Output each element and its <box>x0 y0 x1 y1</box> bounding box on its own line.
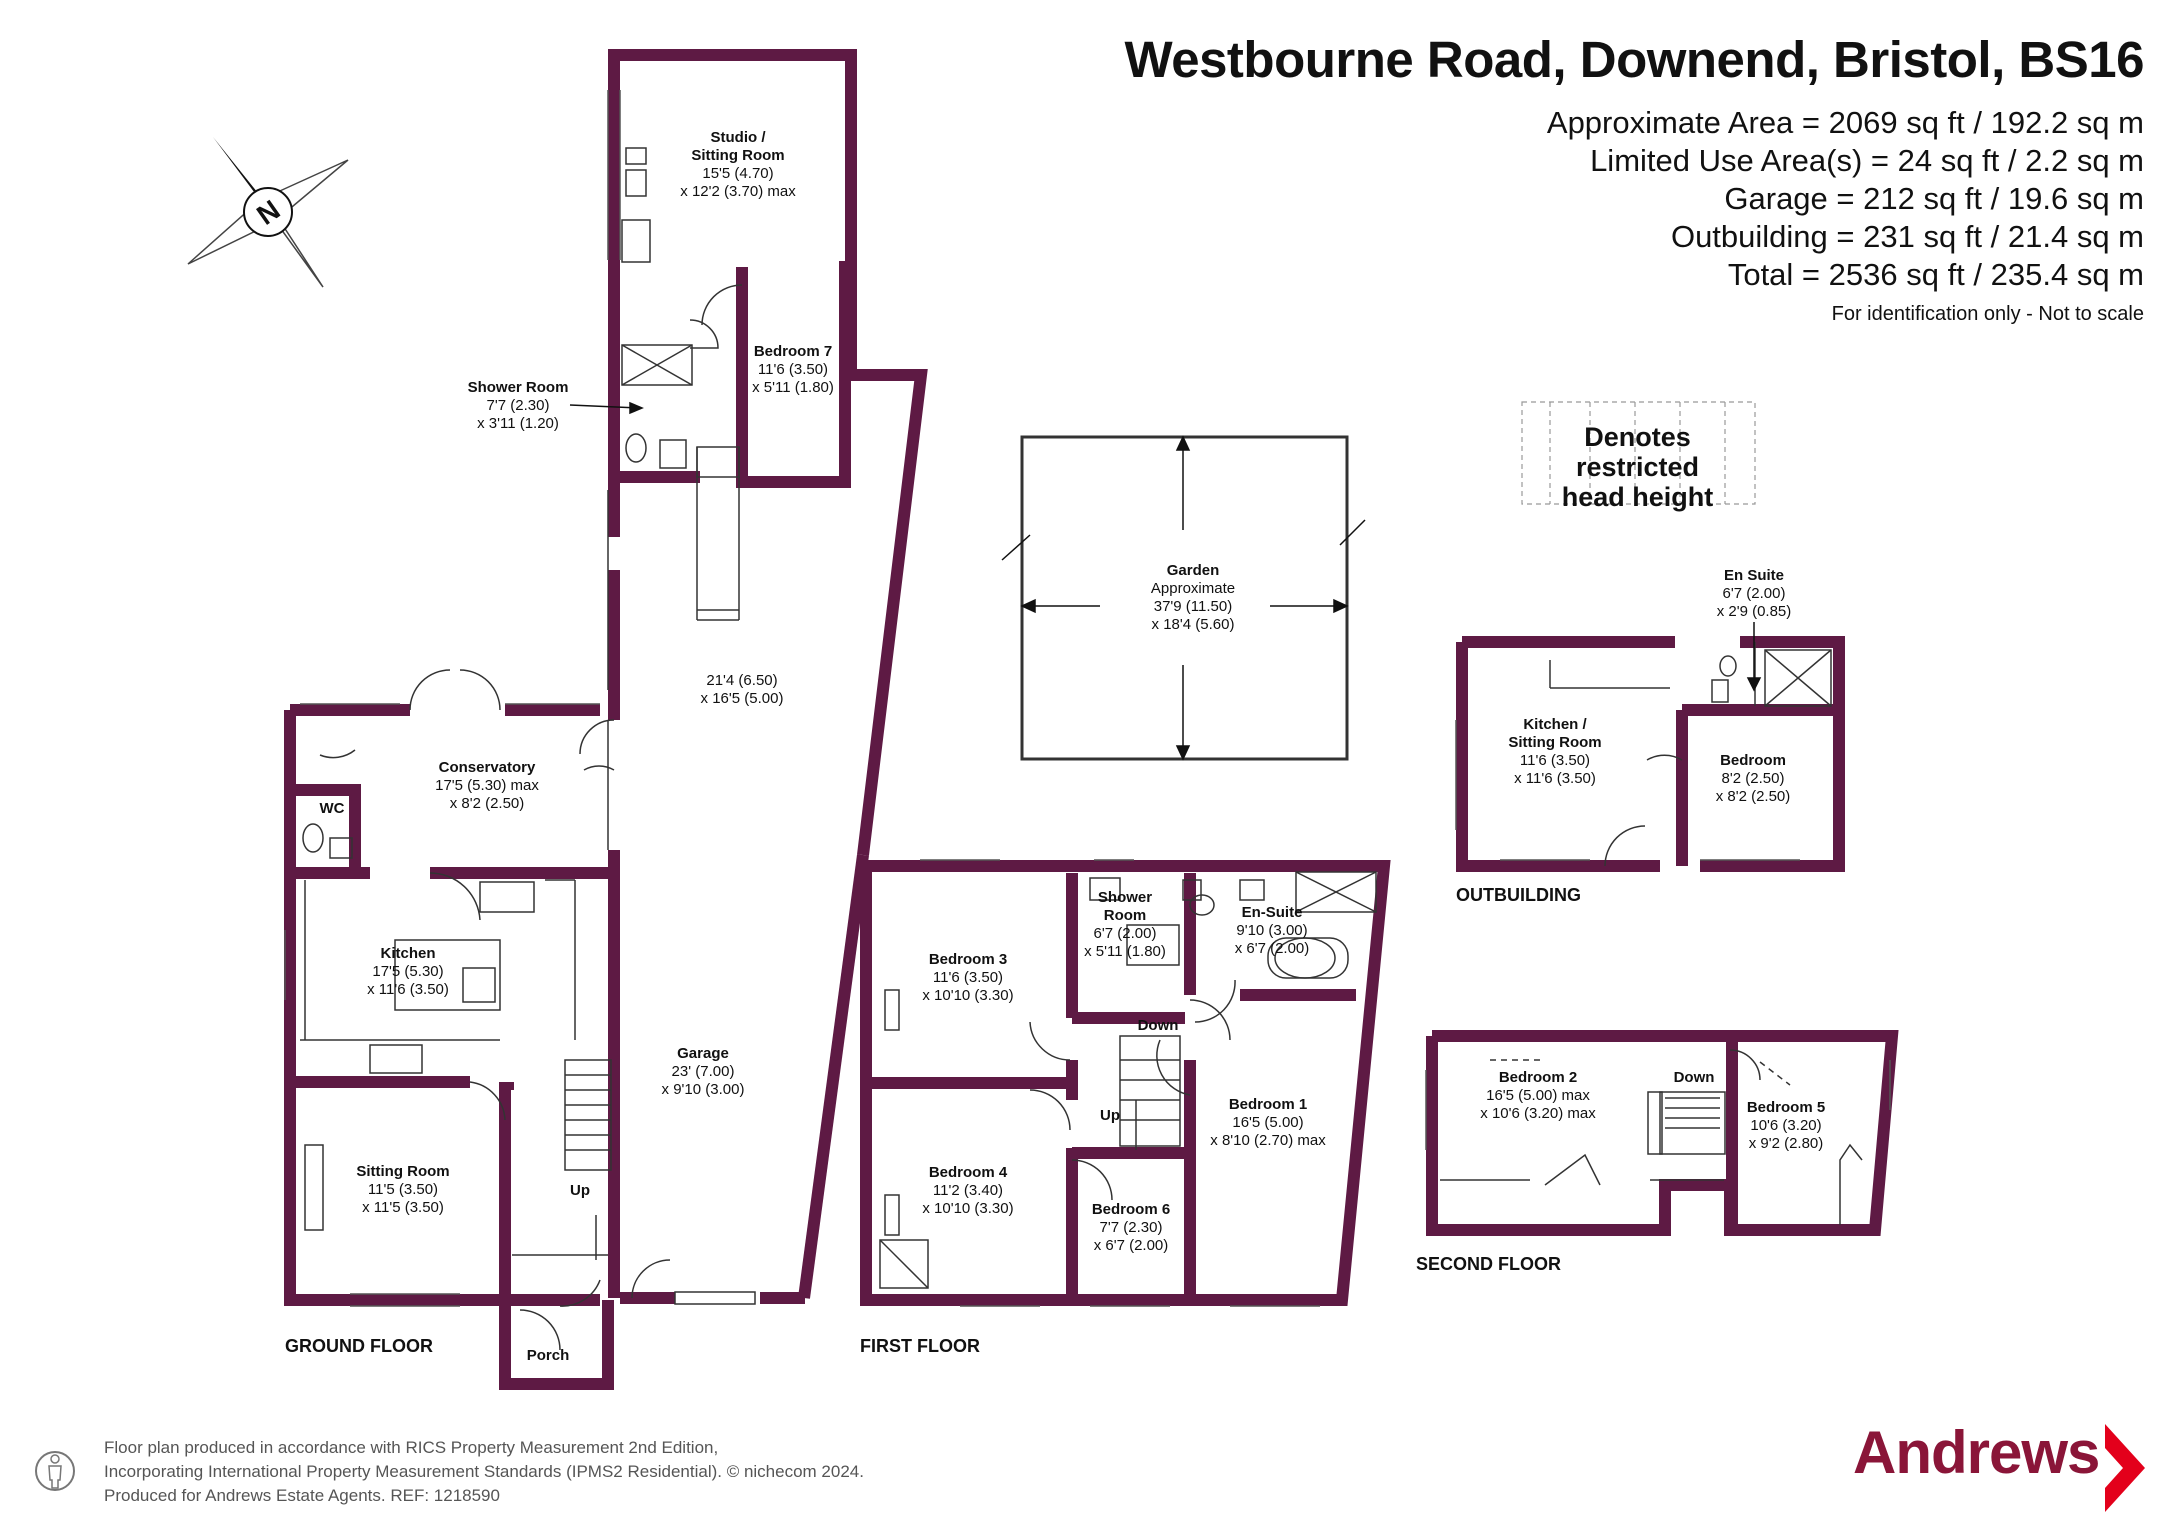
garden-arrows <box>1001 435 1366 761</box>
stair-down-first: Down <box>1138 1017 1179 1034</box>
area-outbuilding: Outbuilding = 231 sq ft / 21.4 sq m <box>1670 219 2144 254</box>
floor-label-first: FIRST FLOOR <box>860 1336 980 1356</box>
floor-label-outbuilding: OUTBUILDING <box>1456 885 1581 905</box>
outbuilding-walls <box>1456 636 1845 872</box>
area-approximate: Approximate Area = 2069 sq ft / 192.2 sq… <box>1546 105 2144 140</box>
area-total: Total = 2536 sq ft / 235.4 sq m <box>1727 257 2144 292</box>
legend-line-2: head height <box>1561 482 1714 512</box>
footer-text: Floor plan produced in accordance with R… <box>104 1436 864 1508</box>
scale-note: For identification only - Not to scale <box>1831 303 2144 325</box>
first-floor-walls <box>860 860 1391 1306</box>
legend-line-1: Denotes restricted <box>1575 422 1700 482</box>
shower-room-pointer <box>569 401 644 415</box>
ground-fittings <box>300 147 756 1351</box>
second-fittings <box>1440 1049 1863 1225</box>
room-label-porch: Porch <box>527 1347 570 1364</box>
footer-line-2: Incorporating International Property Mea… <box>104 1462 864 1481</box>
stair-down-second: Down <box>1674 1069 1715 1086</box>
ground-floor-walls <box>284 49 928 1390</box>
person-icon <box>35 1451 75 1491</box>
floor-label-second: SECOND FLOOR <box>1416 1254 1561 1274</box>
stair-up-first: Up <box>1100 1107 1120 1124</box>
stair-labels: Up Up Down Down <box>570 1017 1714 1199</box>
floor-label-ground: GROUND FLOOR <box>285 1336 433 1356</box>
chevron-right-icon <box>2105 1424 2145 1512</box>
floor-labels: GROUND FLOOR FIRST FLOOR SECOND FLOOR OU… <box>285 885 1581 1356</box>
brand-logo: Andrews <box>1853 1419 2100 1486</box>
property-title: Westbourne Road, Downend, Bristol, BS16 <box>1124 31 2144 88</box>
ensuite-pointer <box>1746 622 1762 692</box>
room-label-wc: WC <box>320 800 345 817</box>
windows <box>284 90 1891 1307</box>
garden-outline <box>1020 435 1349 761</box>
compass-icon: N <box>187 137 349 288</box>
area-garage: Garage = 212 sq ft / 19.6 sq m <box>1724 181 2144 216</box>
second-floor-walls <box>1426 1030 1899 1236</box>
outbuilding-fittings <box>1549 642 1832 867</box>
room-label-yard: 21'4 (6.50)x 16'5 (5.00) <box>701 672 784 707</box>
stair-up-ground: Up <box>570 1182 590 1199</box>
footer-line-3: Produced for Andrews Estate Agents. REF:… <box>104 1486 500 1505</box>
area-limited-use: Limited Use Area(s) = 24 sq ft / 2.2 sq … <box>1590 143 2144 178</box>
restricted-height-legend: Denotes restricted head height <box>1520 402 1755 512</box>
area-summary: Approximate Area = 2069 sq ft / 192.2 sq… <box>1547 104 2144 294</box>
legend-box <box>1521 401 1756 505</box>
first-fittings <box>879 871 1377 1289</box>
footer-line-1: Floor plan produced in accordance with R… <box>104 1438 719 1457</box>
